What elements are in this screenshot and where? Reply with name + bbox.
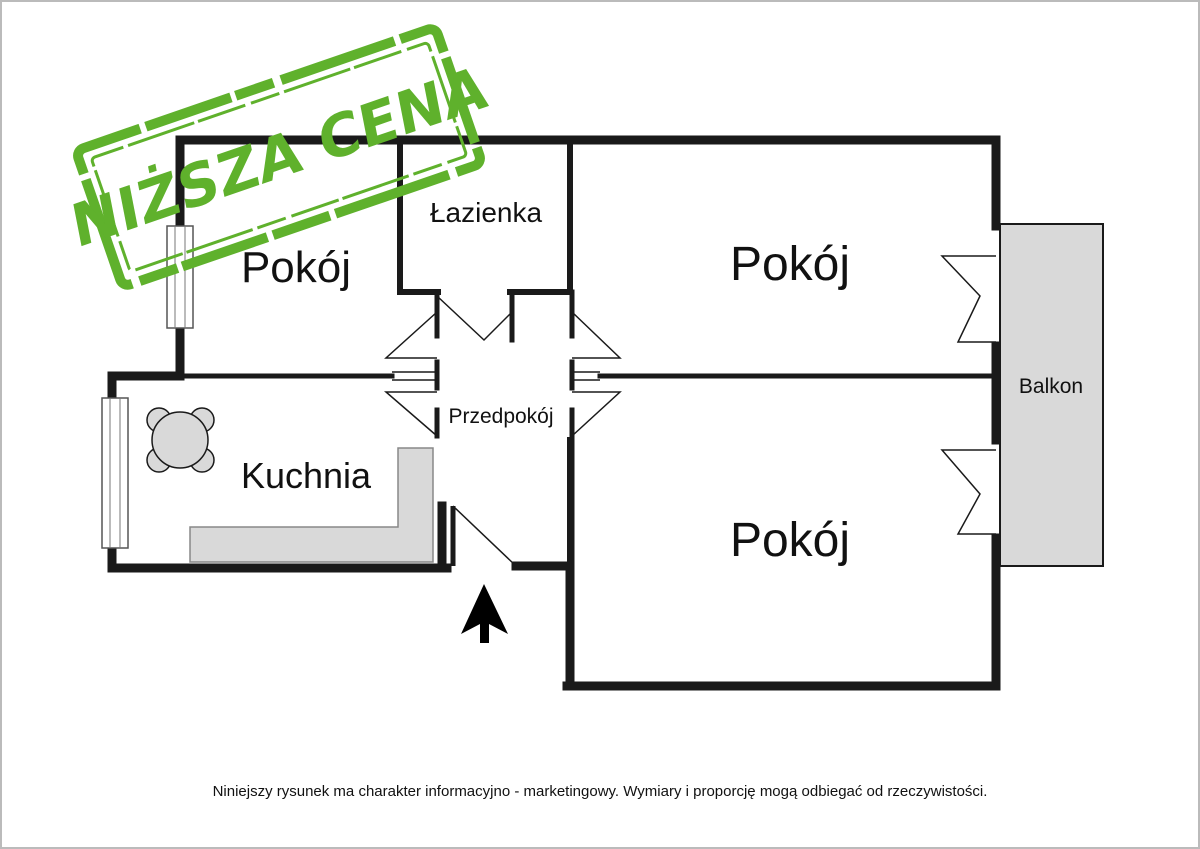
- arrow-up-icon: [461, 584, 508, 643]
- room-label-kuchnia: Kuchnia: [241, 455, 372, 496]
- room-label-balkon: Balkon: [1019, 375, 1083, 398]
- balcony-area: [999, 223, 1104, 567]
- wall-openings: [392, 371, 600, 381]
- room-label-lazienka: Łazienka: [430, 197, 543, 228]
- room-label-przedpokoj: Przedpokój: [448, 405, 553, 428]
- room-label-pokoj-top-right: Pokój: [730, 238, 850, 291]
- doors: [383, 255, 996, 567]
- room-label-pokoj-top-left: Pokój: [241, 243, 351, 292]
- disclaimer-note: Niniejszy rysunek ma charakter informacy…: [212, 783, 988, 800]
- window-top-left: [166, 225, 194, 329]
- window-kitchen: [101, 397, 129, 549]
- room-label-pokoj-bottom-right: Pokój: [730, 514, 850, 567]
- kitchen-counter: [189, 447, 434, 563]
- walls: [107, 135, 1001, 691]
- table-chairs-icon: [146, 407, 215, 473]
